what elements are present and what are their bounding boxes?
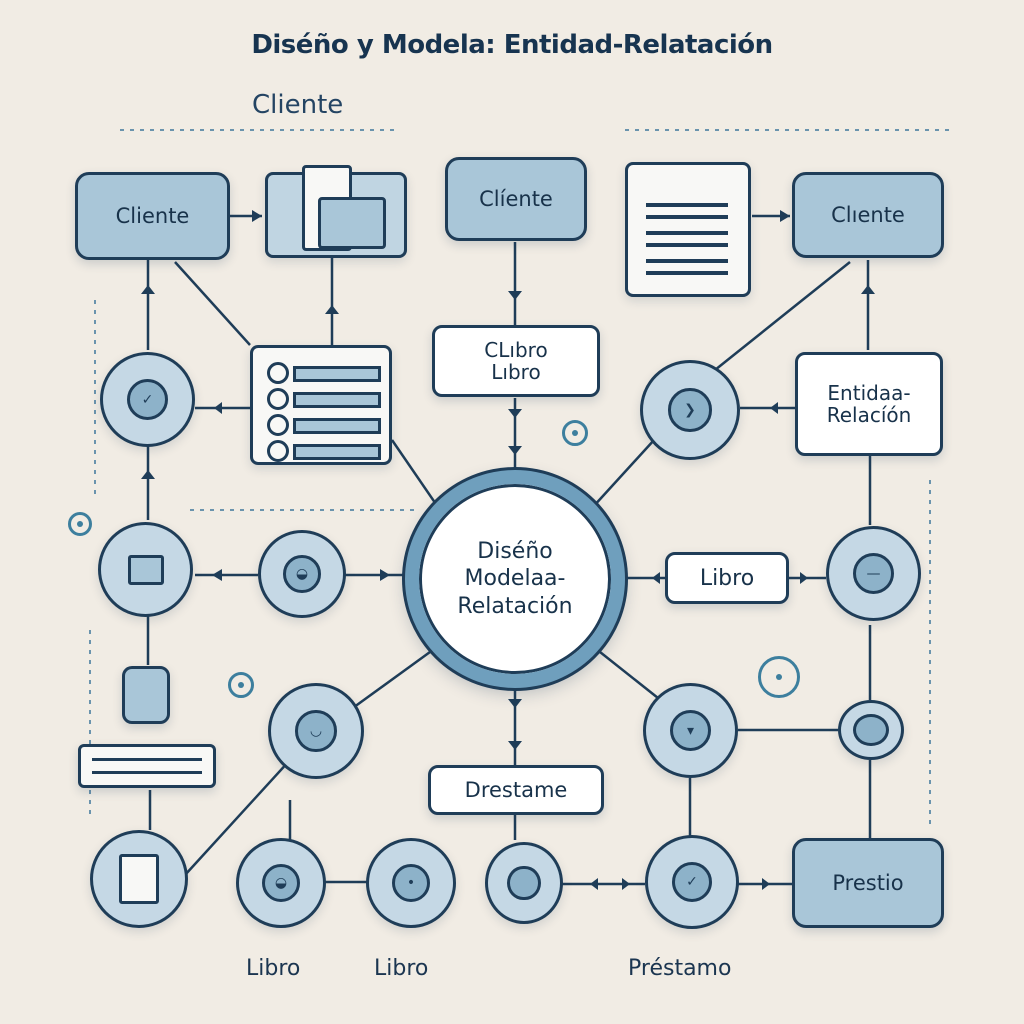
node-icon: ◒ — [283, 555, 321, 593]
prestio-entity[interactable]: Prestio — [792, 838, 944, 928]
entidad-label-line1: Entidaa- — [827, 381, 911, 405]
center-line3: Relatación — [457, 593, 573, 619]
entidad-label-line2: Relaсíón — [826, 403, 912, 427]
document-node-bottom-left[interactable] — [90, 830, 188, 928]
cliente-entity-left-label: Cliente — [115, 204, 190, 228]
bar-icon — [78, 744, 216, 788]
circle-node-bottom-4[interactable]: ✓ — [645, 835, 739, 929]
node-icon: ❯ — [668, 388, 712, 432]
decorative-dot — [68, 512, 92, 536]
node-icon: — — [853, 553, 894, 594]
clibro-label-line1: CLıbro — [484, 338, 548, 362]
clibro-label-line2: Lıbro — [491, 360, 541, 384]
prestio-entity-label: Prestio — [832, 871, 904, 895]
cylinder-icon — [122, 666, 170, 724]
section-heading: Cliente — [252, 90, 344, 120]
node-icon — [853, 713, 889, 747]
footer-label-libro-2: Libro — [374, 956, 429, 981]
node-icon: ◡ — [295, 710, 337, 752]
circle-node-bottom-3[interactable] — [485, 842, 563, 924]
decorative-dot — [562, 420, 588, 446]
list-node-left[interactable] — [98, 522, 193, 617]
circle-node-bottom-1[interactable]: ◒ — [236, 838, 326, 928]
footer-label-libro-1: Libro — [246, 956, 301, 981]
cliente-entity-right[interactable]: Clıente — [792, 172, 944, 258]
drestame-label[interactable]: Drestame — [428, 765, 604, 815]
decorative-dot — [228, 672, 254, 698]
cliente-entity-right-label: Clıente — [831, 203, 905, 227]
circle-node-right-top[interactable]: ❯ — [640, 360, 740, 460]
document-list-icon — [625, 162, 751, 297]
node-icon: ✓ — [671, 861, 713, 903]
cliente-entity-top[interactable]: Clíente — [445, 157, 587, 241]
node-icon — [507, 865, 541, 901]
circle-node-left[interactable]: ✓ — [100, 352, 195, 447]
circle-node-mid-right[interactable]: — — [826, 526, 921, 621]
decorative-dot — [758, 656, 800, 698]
list-icon — [250, 345, 392, 465]
libro-label[interactable]: Libro — [665, 552, 789, 604]
cliente-entity-top-label: Clíente — [479, 187, 553, 211]
list-icon — [127, 554, 164, 585]
node-icon: ▾ — [670, 710, 711, 751]
circle-node-lower-right[interactable]: ▾ — [643, 683, 738, 778]
libro-label-text: Libro — [699, 565, 755, 591]
circle-node-bottom-2[interactable]: • — [366, 838, 456, 928]
document-icon — [265, 165, 407, 258]
clibro-label[interactable]: CLıbro Lıbro — [432, 325, 600, 397]
center-line2: Modelaa- — [464, 566, 566, 592]
circle-node-mid-left[interactable]: ◒ — [258, 530, 346, 618]
node-icon: ✓ — [127, 379, 168, 420]
circle-node-lower-left[interactable]: ◡ — [268, 683, 364, 779]
node-icon: • — [391, 863, 431, 903]
central-concept-node[interactable]: Diséño Modelaa- Relatación — [405, 470, 625, 688]
circle-node-small-right[interactable] — [838, 700, 904, 760]
drestame-label-text: Drestame — [464, 778, 568, 802]
cliente-entity-left[interactable]: Cliente — [75, 172, 230, 260]
node-icon: ◒ — [261, 863, 301, 903]
center-line1: Diséño — [477, 538, 553, 564]
document-icon — [119, 854, 159, 904]
diagram-title: Diséño y Modela: Entidad-Relatación — [251, 30, 773, 60]
entidad-relacion-label[interactable]: Entidaa- Relaсíón — [795, 352, 943, 456]
footer-label-prestamo: Préstamo — [628, 956, 732, 981]
